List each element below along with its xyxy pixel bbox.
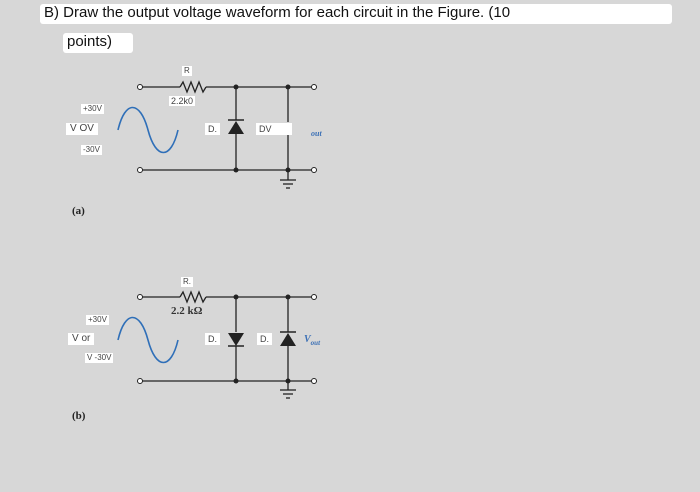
- a-vout-label: out: [311, 129, 322, 138]
- b-vplus-label: +30V: [86, 315, 109, 325]
- a-resistor-label: R: [182, 66, 192, 76]
- a-vplus-label: +30V: [81, 104, 104, 114]
- a-vminus-label: -30V: [81, 145, 102, 155]
- circuit-a-nodes: [228, 84, 291, 173]
- b-vminus-label: V -30V: [85, 353, 114, 363]
- b-diode1-label: D.: [205, 333, 220, 345]
- circuit-a-terminals: [137, 84, 317, 173]
- b-caption: (b): [72, 410, 86, 422]
- b-diode2-label: D.: [257, 333, 272, 345]
- circuit-b-wires: [142, 290, 312, 399]
- circuit-b-nodes: [228, 294, 296, 384]
- b-vout-subscript: out: [310, 339, 321, 347]
- b-vout-label: Vout: [304, 334, 321, 347]
- circuit-b-terminals: [137, 294, 317, 384]
- circuit-b-sine-source: [117, 316, 179, 364]
- question-line2-text: points): [67, 33, 113, 50]
- circuit-a-wires: [142, 80, 312, 189]
- a-resistor-value: 2.2k0: [169, 96, 196, 106]
- b-resistor-label: R.: [181, 277, 193, 287]
- b-v0-label: V or: [68, 333, 95, 345]
- question-line1-text: B) Draw the output voltage waveform for …: [44, 4, 511, 21]
- question-line1: B) Draw the output voltage waveform for …: [40, 4, 672, 24]
- b-resistor-value: 2.2 kΩ: [171, 305, 203, 317]
- a-diode1-label: D.: [205, 123, 220, 135]
- a-v0-label: V OV: [66, 123, 98, 135]
- question-line2: points): [63, 33, 133, 53]
- a-diode2-label: DV: [256, 123, 292, 135]
- circuit-a-sine-source: [117, 106, 179, 154]
- a-caption: (a): [72, 205, 85, 217]
